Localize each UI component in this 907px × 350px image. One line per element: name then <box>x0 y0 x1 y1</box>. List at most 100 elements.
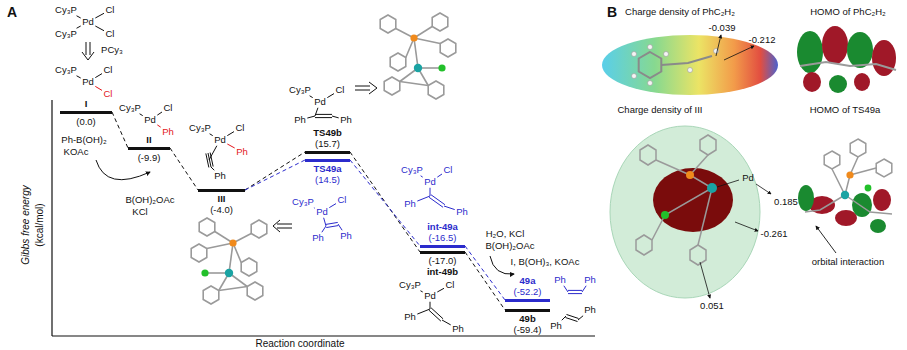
chemical-bond <box>442 320 451 325</box>
homo-TS49a <box>805 139 892 214</box>
atom-label: Ph <box>452 324 464 334</box>
chemical-bond <box>307 116 315 118</box>
chemical-bond <box>206 153 209 167</box>
energy-value: (0.0) <box>76 117 96 127</box>
energy-value: (-16.5) <box>429 233 457 243</box>
level-name: I <box>85 99 88 109</box>
chemical-bond <box>324 218 326 226</box>
atom-label: Cl <box>446 280 455 290</box>
hollow-arrows <box>277 228 292 229</box>
chemical-bond <box>227 132 234 136</box>
atom-label: Ph <box>456 207 468 217</box>
hollow-arrows <box>355 86 370 87</box>
reagent-label: I, B(OH)₃, KOAc <box>511 257 580 267</box>
atom-label: Cy₃P <box>55 29 77 39</box>
esp-map <box>661 56 712 65</box>
energy-level: III(-4.0) <box>198 189 245 192</box>
level-name: 49b <box>519 314 535 324</box>
atom-label: Cl <box>106 5 115 15</box>
reagent-label: KCl <box>132 207 147 217</box>
esp-map <box>664 52 669 57</box>
homo-TS49a <box>846 171 853 178</box>
charge-value: 0.051 <box>700 301 724 311</box>
homo-TS49a <box>798 139 892 253</box>
axes <box>52 100 595 336</box>
energy-value: (-9.9) <box>138 153 161 163</box>
chemical-bond <box>310 96 313 98</box>
chemical-bond <box>95 74 102 78</box>
charge-density-III <box>610 126 760 298</box>
homo-phenylvinyl <box>800 62 896 70</box>
annotation: orbital interaction <box>812 257 884 267</box>
homo-TS49a <box>850 168 876 175</box>
homo-TS49a <box>824 151 840 169</box>
axis-title: (kcal/mol) <box>35 203 45 246</box>
chemical-bond <box>562 316 566 320</box>
chemical-bond <box>227 144 234 148</box>
atom-label: Pd <box>214 135 226 145</box>
transition-state-3d <box>191 218 267 304</box>
chemical-bond <box>338 224 342 230</box>
homo-TS49a <box>852 193 872 217</box>
esp-map <box>648 81 653 86</box>
energy-value: (15.7) <box>315 139 340 149</box>
esp-map <box>716 35 721 56</box>
esp-map <box>648 45 653 50</box>
atom-label: Cl <box>106 29 115 39</box>
chemical-bond <box>315 114 332 115</box>
charge-density-III <box>686 171 694 179</box>
panel-letter: A <box>7 5 17 19</box>
homo-TS49a <box>835 210 857 226</box>
charge-value: 0.185 <box>774 197 798 207</box>
transition-state-3d <box>380 13 456 99</box>
charge-density-III <box>698 188 712 245</box>
chemical-bond <box>313 207 315 208</box>
atom-label: Ph <box>584 275 596 285</box>
charge-density-III <box>756 184 771 194</box>
charge-density-III <box>717 180 739 187</box>
chemical-bond <box>578 316 583 320</box>
chemical-bond <box>77 16 81 18</box>
energy-value: (-59.4) <box>514 325 542 335</box>
homo-phenylvinyl <box>854 73 870 91</box>
atom-label: Ph <box>404 312 416 322</box>
reagent-label: Ph-B(OH)₂ <box>61 135 106 145</box>
level-name: int-49b <box>427 267 458 277</box>
charge-density-III <box>636 135 716 265</box>
charge-density-III <box>652 160 712 240</box>
homo-phenylvinyl <box>797 26 896 93</box>
charge-density-III <box>700 135 716 155</box>
axes <box>52 335 595 336</box>
hollow-arrows <box>355 90 370 91</box>
level-name: TS49b <box>313 128 342 138</box>
chemical-bond <box>77 26 81 28</box>
atom-label: Ph <box>214 171 226 181</box>
reagent-label: B(OH)₂OAc <box>485 241 534 251</box>
chemical-bond <box>429 197 443 207</box>
atom-label: Ph <box>236 147 248 157</box>
chemical-bond <box>315 117 332 118</box>
energy-connector <box>170 148 198 190</box>
energy-level: II(-9.9) <box>128 147 170 150</box>
atom-label: Cl <box>336 85 345 95</box>
panel-title: Charge density of III <box>617 105 702 115</box>
chemical-bond <box>582 286 586 292</box>
charge-density-III <box>690 155 708 175</box>
atom-label: Cl <box>338 195 347 205</box>
homo-phenylvinyl <box>803 72 821 92</box>
atom-label: Cy₃P <box>119 103 141 113</box>
level-name: 49a <box>520 276 536 286</box>
chemical-bond <box>565 318 577 322</box>
chemical-bond <box>77 76 81 78</box>
homo-TS49a <box>876 159 892 177</box>
charge-density-III <box>690 245 706 265</box>
reaction-arrows <box>96 160 150 180</box>
atom-label: Ph <box>340 115 352 125</box>
atom-label: Ph <box>162 127 174 137</box>
chemical-bond <box>568 293 582 294</box>
esp-map <box>632 45 719 86</box>
axis-title: Reaction coordinate <box>256 339 345 349</box>
